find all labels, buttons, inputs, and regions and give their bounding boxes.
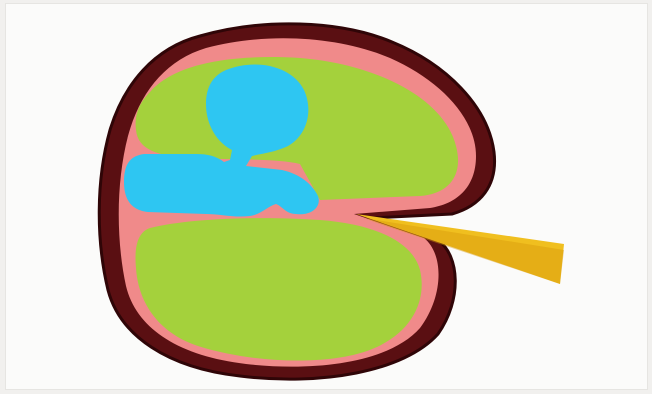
diagram-canvas <box>0 0 652 394</box>
image-frame <box>0 0 652 394</box>
